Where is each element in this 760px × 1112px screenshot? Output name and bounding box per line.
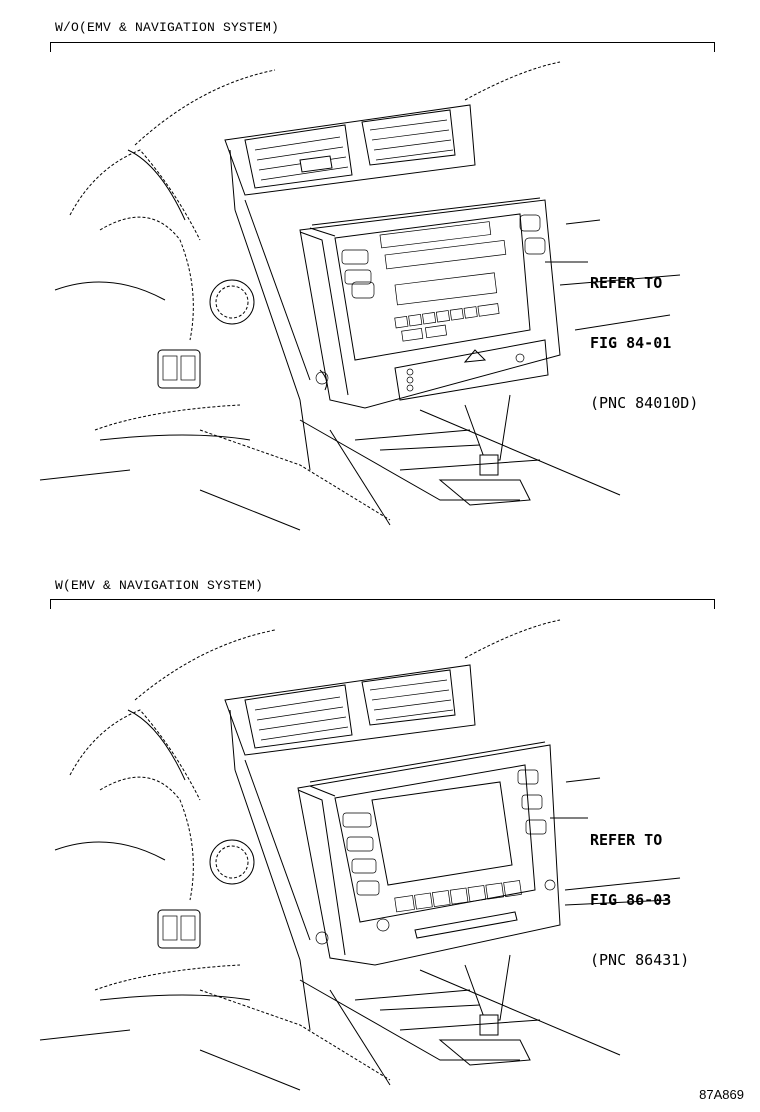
- reference-callout: REFER TO FIG 84-01 (PNC 84010D): [590, 233, 698, 453]
- hazard-button: [463, 349, 487, 363]
- left-air-vent: [244, 124, 353, 189]
- dashboard-drawing-audio-climate: [39, 61, 681, 531]
- ref-pnc-number: (PNC 84010D): [590, 394, 699, 412]
- ref-figure-number: FIG 86-03: [590, 891, 672, 909]
- audio-climate-unit: [299, 197, 561, 409]
- reference-callout: REFER TO FIG 86-03 (PNC 86431): [590, 790, 689, 1010]
- right-air-vent: [361, 669, 456, 726]
- audio-display: [394, 272, 498, 306]
- right-air-vent: [361, 109, 456, 166]
- navigation-unit: [297, 741, 561, 966]
- left-air-vent: [244, 684, 353, 749]
- upper-panel: [224, 104, 476, 196]
- shift-lever: [464, 394, 511, 461]
- ref-pnc-number: (PNC 86431): [590, 951, 690, 969]
- figure-code: 87A869: [699, 1087, 744, 1102]
- ref-refer-to: REFER TO: [590, 831, 663, 849]
- ignition-circle: [209, 839, 255, 885]
- control-panel-face: [334, 213, 531, 361]
- ref-refer-to: REFER TO: [590, 274, 663, 292]
- nav-screen: [371, 781, 513, 886]
- ref-figure-number: FIG 84-01: [590, 334, 672, 352]
- dashboard-drawing-navigation: [39, 619, 681, 1091]
- switch-block: [157, 349, 201, 389]
- ignition-circle: [209, 279, 255, 325]
- switch-block: [157, 909, 201, 949]
- section-title: W(EMV & NAVIGATION SYSTEM): [55, 578, 264, 593]
- section-without-nav: W/O(EMV & NAVIGATION SYSTEM): [39, 20, 715, 531]
- section-title: W/O(EMV & NAVIGATION SYSTEM): [55, 20, 280, 35]
- section-bracket: [50, 599, 715, 609]
- section-bracket: [50, 42, 715, 52]
- cd-slot: [414, 911, 518, 939]
- dash-outline: [134, 69, 276, 146]
- section-with-nav: W(EMV & NAVIGATION SYSTEM): [0, 560, 760, 1100]
